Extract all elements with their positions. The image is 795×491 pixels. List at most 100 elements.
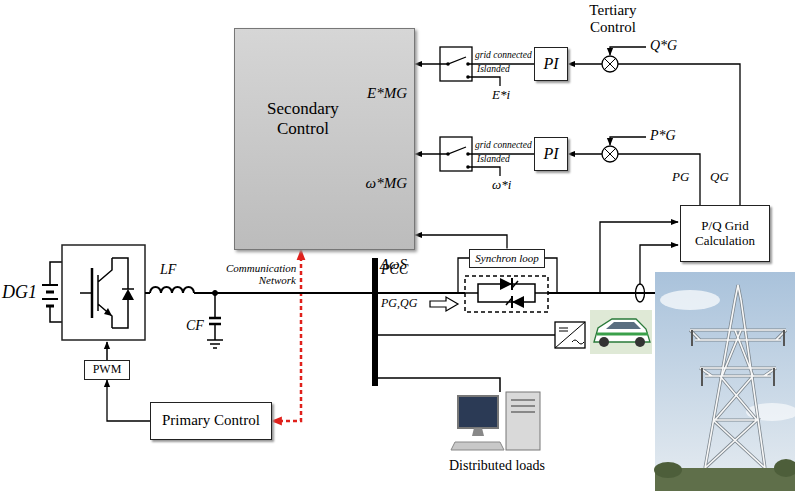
- tower-lattice: [690, 285, 786, 468]
- inverter-symbol: [62, 245, 145, 340]
- setpoint-label: E*i: [492, 88, 510, 103]
- capacitor-symbol: [207, 291, 223, 349]
- current-sensor: [636, 284, 645, 302]
- power-flow-label: PG,QG: [381, 297, 417, 311]
- control-signal-arrow: [415, 63, 534, 64]
- ac-bus-line: [145, 292, 655, 294]
- power-flow-arrow: [430, 297, 458, 311]
- sync-signal-arrow: [415, 235, 507, 249]
- sum-cross: [604, 148, 615, 159]
- switch-contact: [466, 165, 470, 169]
- switch-contact: [466, 75, 470, 79]
- battery-symbol: [42, 262, 62, 322]
- keyboard: [451, 442, 504, 450]
- signal-label: PG: [672, 170, 689, 185]
- capacitor-wire: [207, 293, 223, 348]
- inverter-box: [62, 245, 145, 340]
- voltage-measurement-line: [600, 222, 678, 293]
- level-title: Tertiary Control: [578, 2, 648, 37]
- setpoint-label: ω*i: [492, 178, 511, 193]
- signal-label: QG: [710, 170, 729, 185]
- pwm-arrow: [106, 342, 108, 360]
- battery-plate: [46, 292, 54, 306]
- thyristor-symbol: [512, 296, 524, 308]
- load-caption: Distributed loads: [445, 458, 549, 474]
- node-label: PI: [543, 55, 558, 73]
- static-switch: [465, 276, 548, 312]
- car-window: [606, 322, 641, 329]
- electric-car-picture: [590, 310, 652, 354]
- port-label: E*MG: [367, 84, 407, 102]
- mode-label: Islanded: [477, 64, 510, 75]
- switch-contact: [466, 62, 470, 66]
- load-wire: [378, 378, 500, 392]
- pwm-box: PWM: [84, 360, 130, 380]
- feedback-line: [568, 64, 740, 205]
- load-wire: [378, 334, 555, 336]
- dc-wire: [50, 262, 62, 322]
- inductor-symbol: [150, 287, 194, 293]
- synchron-loop-box: Synchron loop: [469, 249, 545, 268]
- capacitor-plate: [209, 318, 221, 324]
- car-wheel: [635, 337, 645, 347]
- setpoint-label: P*G: [650, 128, 676, 144]
- drive-slot: [511, 400, 535, 412]
- cloud: [746, 403, 795, 421]
- setpoint-label: Q*G: [650, 38, 677, 54]
- charger-box: [555, 322, 585, 348]
- pi-controller: PI: [534, 137, 568, 171]
- cloud: [660, 290, 720, 310]
- monitor: [458, 396, 498, 428]
- sum-cross: [604, 58, 615, 69]
- node-label: PI: [543, 145, 558, 163]
- secondary-control-box: Secondary ControlE*MGω*MGΔωS: [234, 28, 415, 250]
- switch-contact: [466, 152, 470, 156]
- igbt-arrow: [104, 308, 112, 316]
- diode-symbol: [122, 289, 134, 300]
- igbt-symbol: [80, 258, 128, 328]
- component-label: CF: [186, 318, 204, 334]
- switch-pivot: [446, 152, 450, 156]
- thyristor-symbol: [500, 278, 512, 290]
- computer-picture: [451, 392, 540, 450]
- charger-marks: [555, 322, 585, 348]
- static-switch-box: [465, 276, 548, 312]
- tower-outline: [690, 285, 786, 468]
- pq-calculation-box: P/Q Grid Calculation: [680, 205, 770, 262]
- ev-charger-symbol: [555, 322, 585, 348]
- port-label: ω*MG: [366, 174, 407, 192]
- thyristor-bar: [511, 278, 513, 308]
- mode-label: grid connected: [475, 50, 532, 61]
- pcc-busbar: [372, 258, 378, 386]
- node-label: Synchron loop: [475, 252, 538, 265]
- edge-label: Communication Network: [226, 262, 296, 286]
- primary-control-box: Primary Control: [150, 402, 272, 440]
- car-wheel: [599, 337, 609, 347]
- source-label: DG1: [2, 282, 37, 303]
- sum-circle: [602, 56, 618, 72]
- tree: [654, 462, 682, 478]
- insulator: [692, 330, 784, 386]
- summing-junction: [602, 146, 618, 162]
- sky: [655, 272, 795, 491]
- setpoint-arrow: [610, 47, 646, 55]
- pc-tower: [506, 392, 540, 450]
- pi-controller: PI: [534, 47, 568, 81]
- sum-circle: [602, 146, 618, 162]
- switch-pivot: [446, 62, 450, 66]
- node-label: Primary Control: [162, 412, 260, 429]
- feedback-line: [568, 154, 700, 205]
- control-signal-arrow: [107, 380, 150, 421]
- car-stripe: [597, 333, 648, 336]
- component-label: LF: [160, 262, 176, 278]
- mode-label: Islanded: [477, 154, 510, 165]
- car-photo-ground: [590, 310, 652, 354]
- tree: [774, 459, 795, 477]
- node-label: Secondary Control: [253, 99, 353, 139]
- mode-label: grid connected: [475, 140, 532, 151]
- current-measurement-line: [640, 245, 678, 284]
- setpoint-arrow: [610, 137, 646, 145]
- monitor-stand: [472, 428, 484, 436]
- summing-junction: [602, 56, 618, 72]
